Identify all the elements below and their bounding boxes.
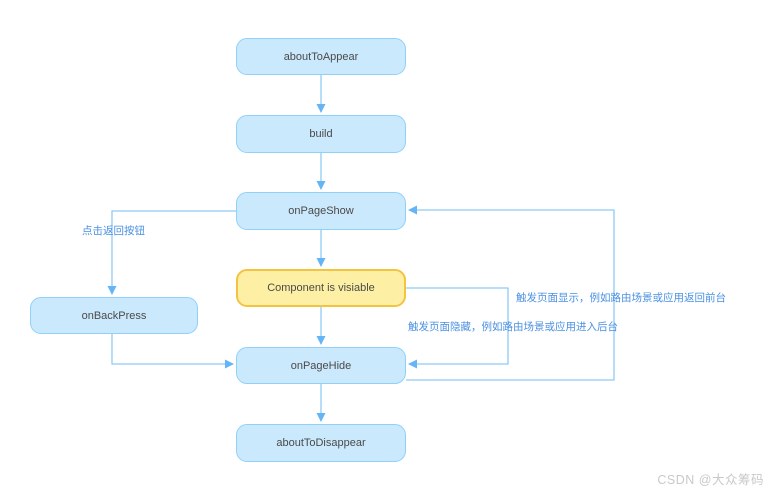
edge-componentVisible-onPageHide-loop [406,287,509,369]
node-build: build [236,115,406,153]
node-component-is-visible: Component is visiable [236,269,406,307]
edge-onPageShow-onBackPress [107,210,236,295]
node-aboutToDisappear: aboutToDisappear [236,424,406,462]
node-aboutToAppear: aboutToAppear [236,38,406,75]
edge-onBackPress-onPageHide [111,334,234,369]
node-onPageHide: onPageHide [236,347,406,384]
annotation-page-show: 触发页面显示，例如路由场景或应用返回前台 [516,292,726,304]
node-onBackPress: onBackPress [30,297,198,334]
edge-onPageHide-onPageShow-loop [406,205,615,381]
node-onPageShow: onPageShow [236,192,406,230]
annotation-back-button: 点击返回按钮 [82,225,145,237]
csdn-watermark: CSDN @大众筹码 [657,473,764,487]
annotation-page-hide: 触发页面隐藏，例如路由场景或应用进入后台 [408,321,618,333]
